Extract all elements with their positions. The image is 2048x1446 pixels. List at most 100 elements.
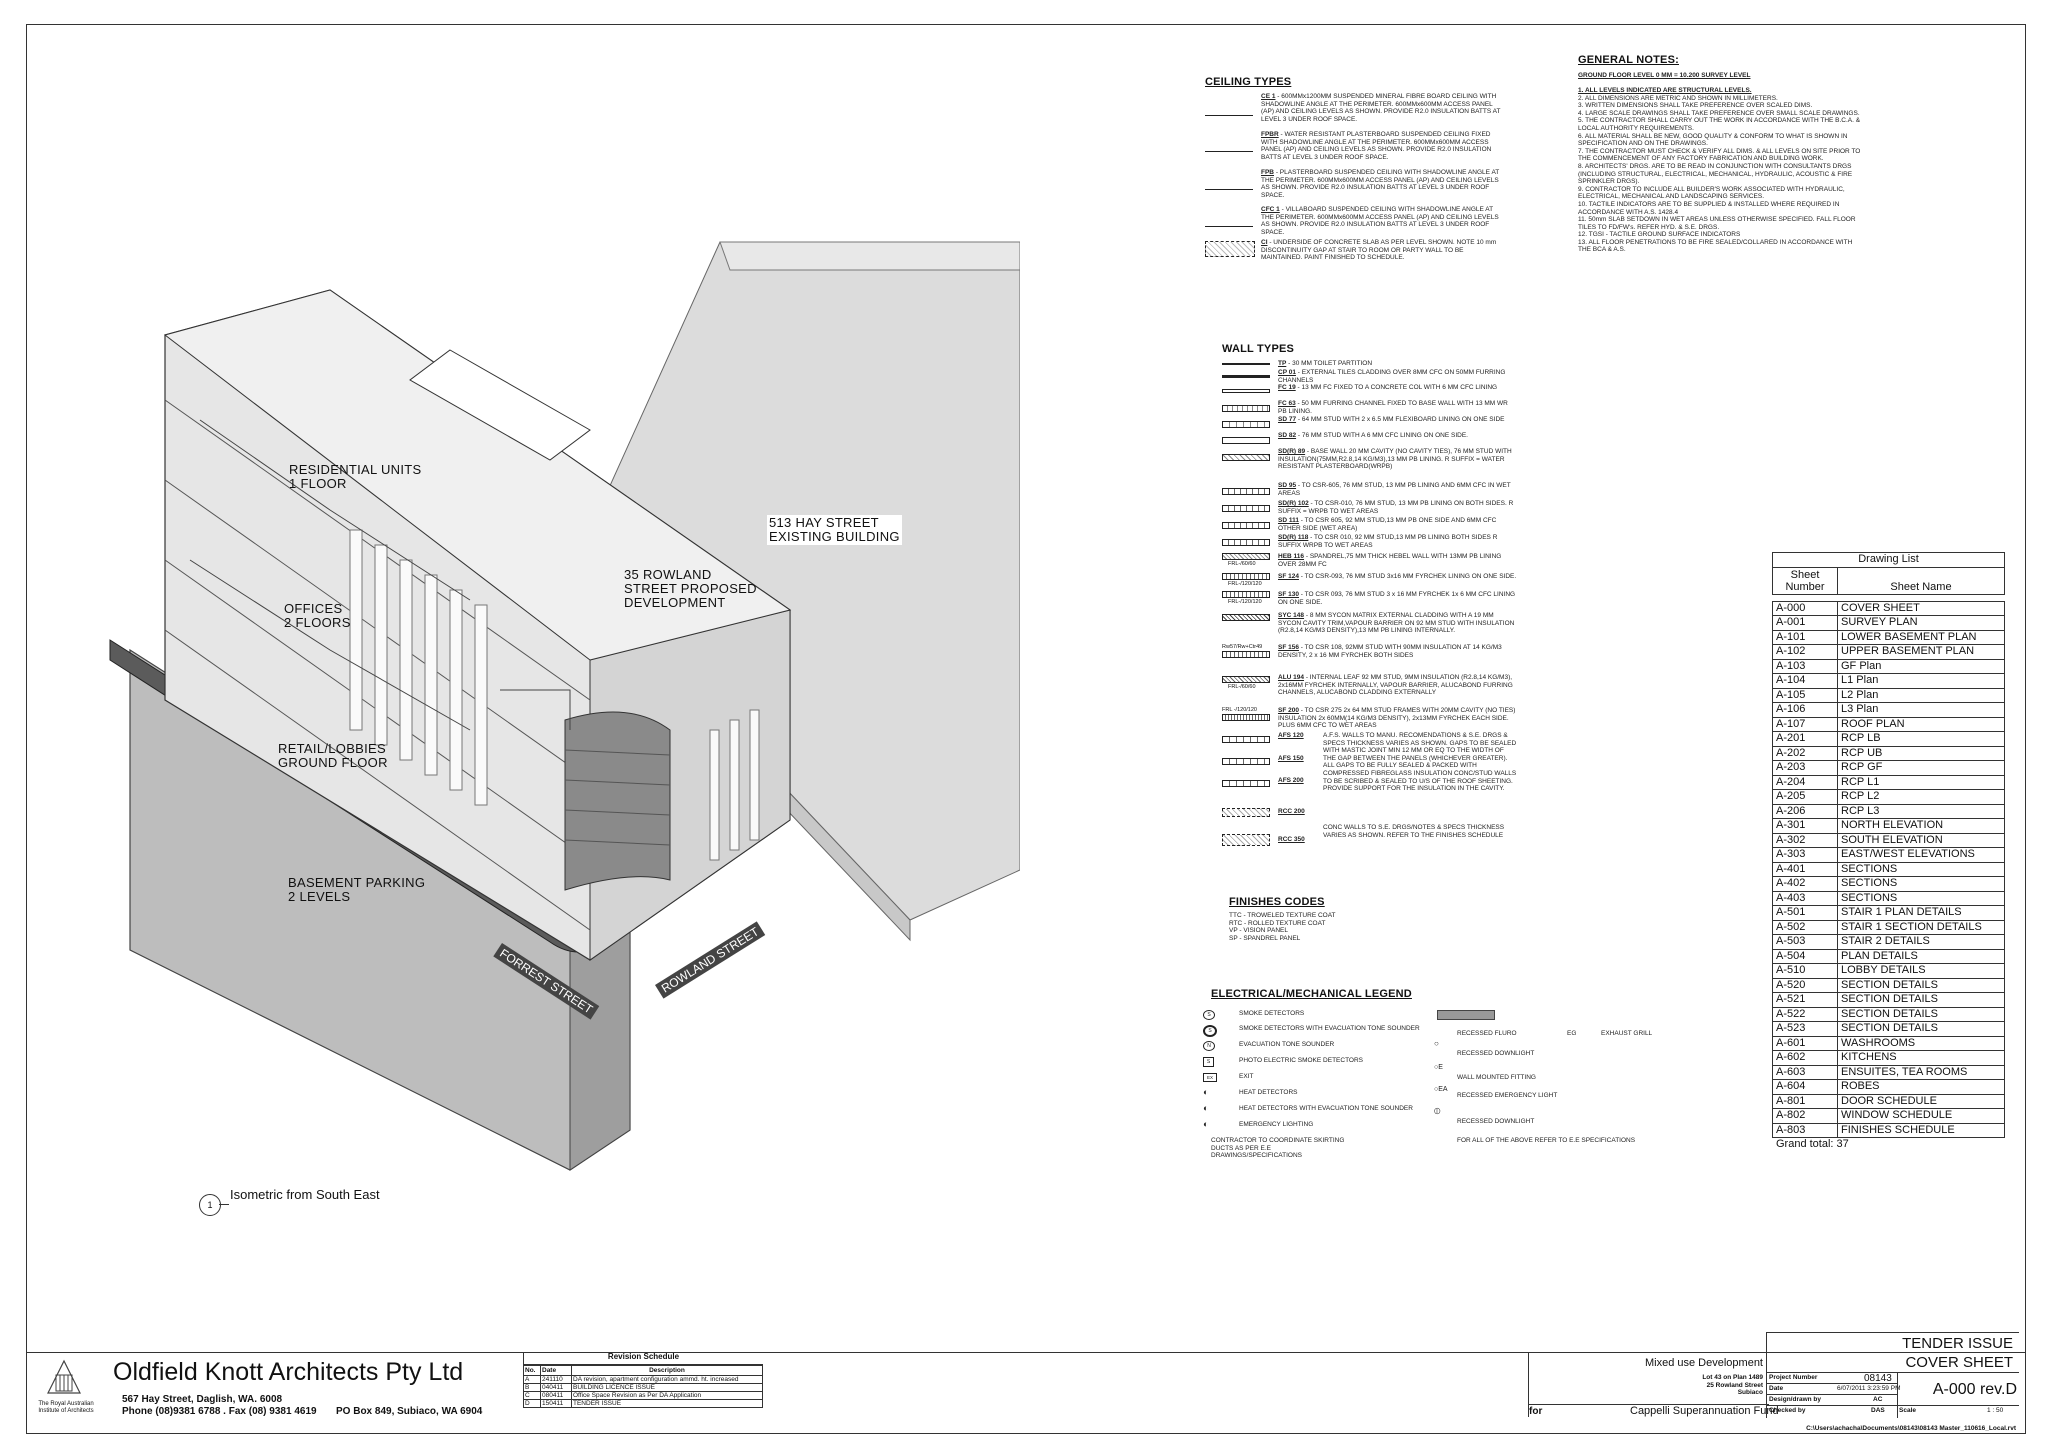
wall-code: FC 63: [1278, 400, 1296, 407]
wall-row: FC 19 - 13 MM FC FIXED TO A CONCRETE COL…: [1222, 384, 1522, 400]
wall-symbol: [1222, 454, 1270, 461]
wall-desc: - EXTERNAL TILES CLADDING OVER 8MM CFC O…: [1278, 369, 1506, 384]
wall-frl: FRL-/120/120: [1228, 581, 1262, 587]
roof: [163, 289, 792, 661]
curved-corner: [564, 711, 671, 891]
sheet-meta: Project Number 08143 Date 6/07/2011 3:23…: [1766, 1372, 2019, 1418]
wall-code: HEB 116: [1278, 553, 1305, 560]
ceiling-desc: - WATER RESISTANT PLASTERBOARD SUSPENDED…: [1261, 131, 1492, 161]
view-title: Isometric from South East: [230, 1187, 380, 1202]
elec-label: RECESSED FLURO: [1457, 1030, 1517, 1037]
note-item: 10. TACTILE INDICATORS ARE TO BE SUPPLIE…: [1578, 200, 1840, 216]
label-rowland-line2: STREET PROPOSED: [624, 581, 757, 596]
wall-row: CP 01 - EXTERNAL TILES CLADDING OVER 8MM…: [1222, 369, 1522, 385]
sheet-name: RCP UB: [1837, 745, 2005, 761]
ceiling-desc: - PLASTERBOARD SUSPENDED CEILING WITH SH…: [1261, 169, 1500, 199]
drawing-sheet: [26, 24, 2026, 1434]
label-offices-line2: 2 FLOORS: [284, 615, 351, 630]
wall-symbol: [1222, 505, 1270, 512]
label-residential-line2: 1 FLOOR: [289, 476, 347, 491]
sheet-name: COVER SHEET: [1837, 600, 2005, 616]
firm-po-box: PO Box 849, Subiaco, WA 6904: [336, 1406, 483, 1417]
rcc-desc: CONC WALLS TO S.E. DRGS/NOTES & SPECS TH…: [1323, 824, 1505, 839]
sheet-number: A-102: [1772, 644, 1838, 660]
sheet-name: RCP LB: [1837, 731, 2005, 747]
label-basement: BASEMENT PARKING 2 LEVELS: [288, 876, 425, 904]
rcc-code: RCC 350: [1278, 836, 1305, 843]
sheet-name: RCP L2: [1837, 789, 2005, 805]
elec-label: SMOKE DETECTORS: [1239, 1010, 1305, 1017]
note-item: 3. WRITTEN DIMENSIONS SHALL TAKE PREFERE…: [1578, 102, 1813, 110]
wall-row: SD 77 - 64 MM STUD WITH 2 x 6.5 MM FLEXI…: [1222, 416, 1522, 432]
elec-label: HEAT DETECTORS: [1239, 1089, 1298, 1096]
downlight-alt-icon: ⦶: [1434, 1106, 1441, 1116]
smoke-detector-sounder-icon: S: [1203, 1025, 1217, 1037]
sheet-name: ENSUITES, TEA ROOMS: [1837, 1064, 2005, 1080]
wall-desc: - SPANDREL,75 MM THICK HEBEL WALL WITH 1…: [1278, 553, 1502, 568]
sheet-name: SECTION DETAILS: [1837, 1021, 2005, 1037]
wall-code: SYC 148: [1278, 612, 1305, 619]
sheet-number: A-501: [1772, 905, 1838, 921]
wall-code: SD 82: [1278, 432, 1297, 439]
wall-frl: FRL-/120/120: [1228, 599, 1262, 605]
wall-symbol: [1222, 573, 1270, 580]
wall-symbol: [1222, 522, 1270, 529]
general-notes-list: 1. ALL LEVELS INDICATED ARE STRUCTURAL L…: [1578, 87, 1863, 254]
ceiling-line-symbol: [1205, 151, 1253, 152]
finish-item: RTC - ROLLED TEXTURE COAT: [1229, 919, 1326, 927]
ceiling-code: FPB: [1261, 169, 1274, 176]
ceiling-concrete-symbol: [1205, 241, 1255, 257]
sheet-name: STAIR 1 SECTION DETAILS: [1837, 919, 2005, 935]
rev-no: B: [523, 1383, 541, 1392]
sheet-name: RCP GF: [1837, 760, 2005, 776]
elec-label: HEAT DETECTORS WITH EVACUATION TONE SOUN…: [1239, 1105, 1413, 1112]
sheet-name: L2 Plan: [1837, 687, 2005, 703]
wall-symbol: [1222, 834, 1270, 846]
wall-code: SD 77: [1278, 416, 1297, 423]
drawing-list-title: Drawing List: [1772, 552, 2005, 568]
project-lot: Lot 43 on Plan 1489 25 Rowland Street Su…: [1702, 1374, 1763, 1397]
sheet-number: A-522: [1772, 1006, 1838, 1022]
elec-label: EXIT: [1239, 1073, 1254, 1080]
client-name: Cappelli Superannuation Fund: [1630, 1405, 1779, 1417]
sheet-number: A-603: [1772, 1064, 1838, 1080]
emergency-light-icon: ◐: [1203, 1119, 1209, 1129]
label-hay-line2: EXISTING BUILDING: [769, 529, 900, 544]
afs-code: AFS 200: [1278, 777, 1304, 784]
finishes-title: FINISHES CODES: [1229, 896, 1325, 908]
exit-icon: EX: [1203, 1073, 1217, 1082]
wall-row: SD(R) 102 - TO CSR-010, 76 MM STUD, 13 M…: [1222, 500, 1522, 516]
wall-symbol: [1222, 488, 1270, 495]
panel-divider: [1529, 1404, 1769, 1405]
wall-code: TP: [1278, 360, 1287, 367]
wall-symbol: [1222, 363, 1270, 365]
downlight-icon: ○: [1434, 1039, 1439, 1048]
project-lot-line: Lot 43 on Plan 1489: [1702, 1374, 1763, 1381]
col-sheet-number: Sheet Number: [1772, 566, 1838, 595]
rev-desc: DA revision, apartment configuration amm…: [571, 1375, 763, 1384]
sheet-name: SECTIONS: [1837, 861, 2005, 877]
col-sheet-name: Sheet Name: [1837, 566, 2005, 595]
checked-value: DAS: [1871, 1407, 1885, 1414]
isometric-drawing: [109, 241, 1020, 1171]
firm-name: Oldfield Knott Architects Pty Ltd: [113, 1358, 464, 1386]
rcc-code: RCC 200: [1278, 808, 1305, 815]
label-rowland-development: 35 ROWLAND STREET PROPOSED DEVELOPMENT: [624, 568, 757, 610]
rev-header-desc: Description: [571, 1365, 763, 1376]
ceiling-line-symbol: [1205, 189, 1253, 190]
elec-label: RECESSED EMERGENCY LIGHT: [1457, 1092, 1558, 1099]
issue-panel: TENDER ISSUE: [1766, 1332, 2019, 1353]
rev-date: 241110: [540, 1375, 572, 1384]
label-residential-line1: RESIDENTIAL UNITS: [289, 462, 422, 477]
